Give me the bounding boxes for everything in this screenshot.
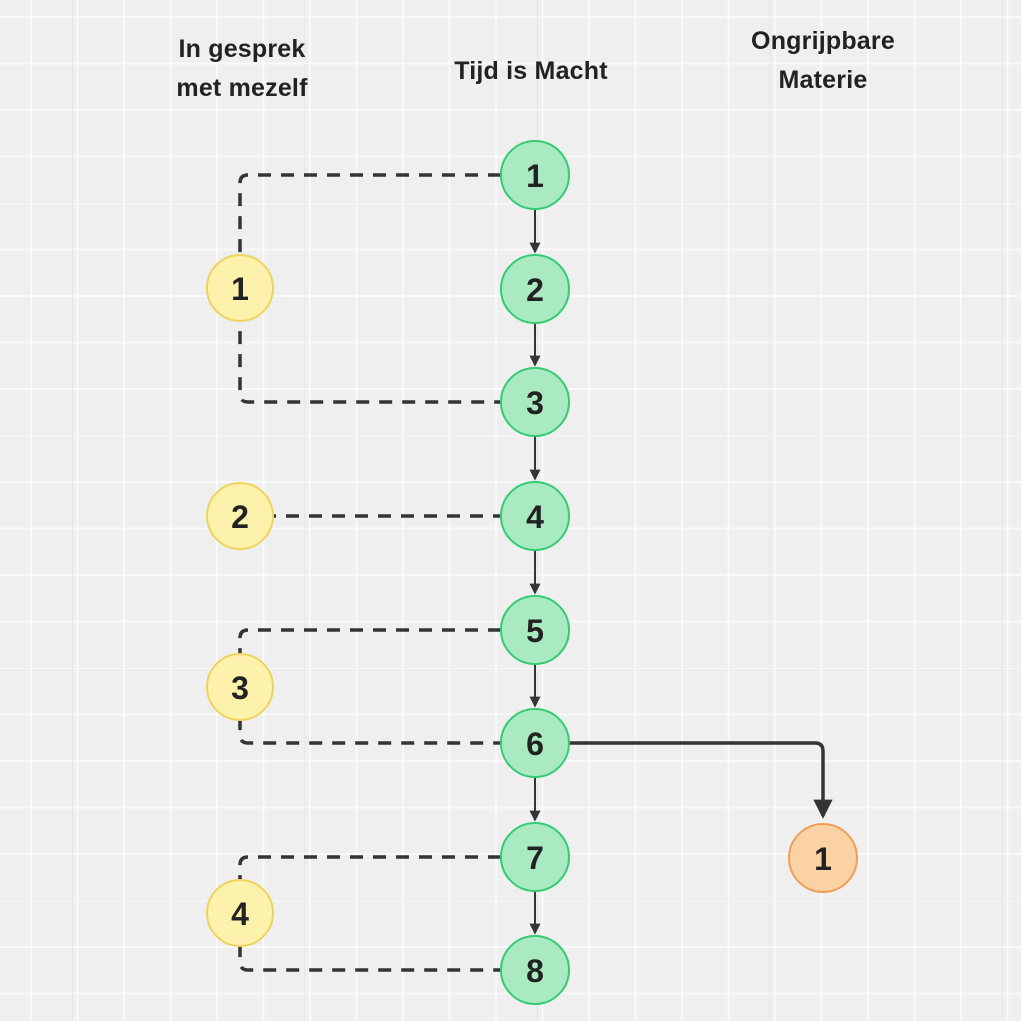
node-left-2-circle[interactable] [206,482,274,550]
edge-dashed-left3-bracket[interactable] [238,628,501,745]
node-left-1-circle[interactable] [206,254,274,322]
node-left-1[interactable]: 1 [206,254,274,322]
edge-dashed-left4-bracket[interactable] [238,855,501,972]
lane-title-middle-line1: Tijd is Macht [454,57,608,85]
node-middle-5-circle[interactable] [500,595,570,665]
node-left-4[interactable]: 4 [206,879,274,947]
lane-title-left-line1: In gesprek [178,35,306,63]
lane-title-right: Ongrijpbare Materie [698,22,948,100]
node-middle-2-label: 2 [526,272,544,308]
node-middle-1-circle[interactable] [500,140,570,210]
node-left-2[interactable]: 2 [206,482,274,550]
lane-title-left: In gesprek met mezelf [117,30,367,108]
node-middle-2-circle[interactable] [500,254,570,324]
lane-title-middle: Tijd is Macht [406,52,656,91]
edge-dashed-left1-bracket[interactable] [238,173,501,404]
edge-middle6-right1[interactable] [569,741,833,819]
node-right-1[interactable]: 1 [788,823,858,893]
node-middle-8[interactable]: 8 [500,935,570,1005]
node-left-3-circle[interactable] [206,653,274,721]
node-left-3-label: 3 [231,670,249,706]
node-middle-5-label: 5 [526,613,544,649]
node-left-4-circle[interactable] [206,879,274,947]
node-middle-3-circle[interactable] [500,367,570,437]
node-left-4-label: 4 [231,896,249,932]
node-right-1-circle[interactable] [788,823,858,893]
node-middle-7-circle[interactable] [500,822,570,892]
node-left-2-label: 2 [231,499,249,535]
node-middle-3-label: 3 [526,385,544,421]
lane-title-right-line1: Ongrijpbare [751,27,895,55]
node-left-3[interactable]: 3 [206,653,274,721]
node-right-1-label: 1 [814,841,832,877]
node-middle-6[interactable]: 6 [500,708,570,778]
node-middle-1-label: 1 [526,158,544,194]
node-middle-2[interactable]: 2 [500,254,570,324]
node-middle-3[interactable]: 3 [500,367,570,437]
node-middle-7[interactable]: 7 [500,822,570,892]
node-middle-7-label: 7 [526,840,544,876]
node-middle-4-circle[interactable] [500,481,570,551]
node-middle-6-circle[interactable] [500,708,570,778]
node-left-1-label: 1 [231,271,249,307]
lane-title-right-line2: Materie [778,66,868,94]
node-middle-8-circle[interactable] [500,935,570,1005]
node-middle-4[interactable]: 4 [500,481,570,551]
node-middle-6-label: 6 [526,726,544,762]
node-middle-4-label: 4 [526,499,544,535]
node-middle-5[interactable]: 5 [500,595,570,665]
node-middle-1[interactable]: 1 [500,140,570,210]
node-middle-8-label: 8 [526,953,544,989]
lane-title-left-line2: met mezelf [176,74,308,102]
